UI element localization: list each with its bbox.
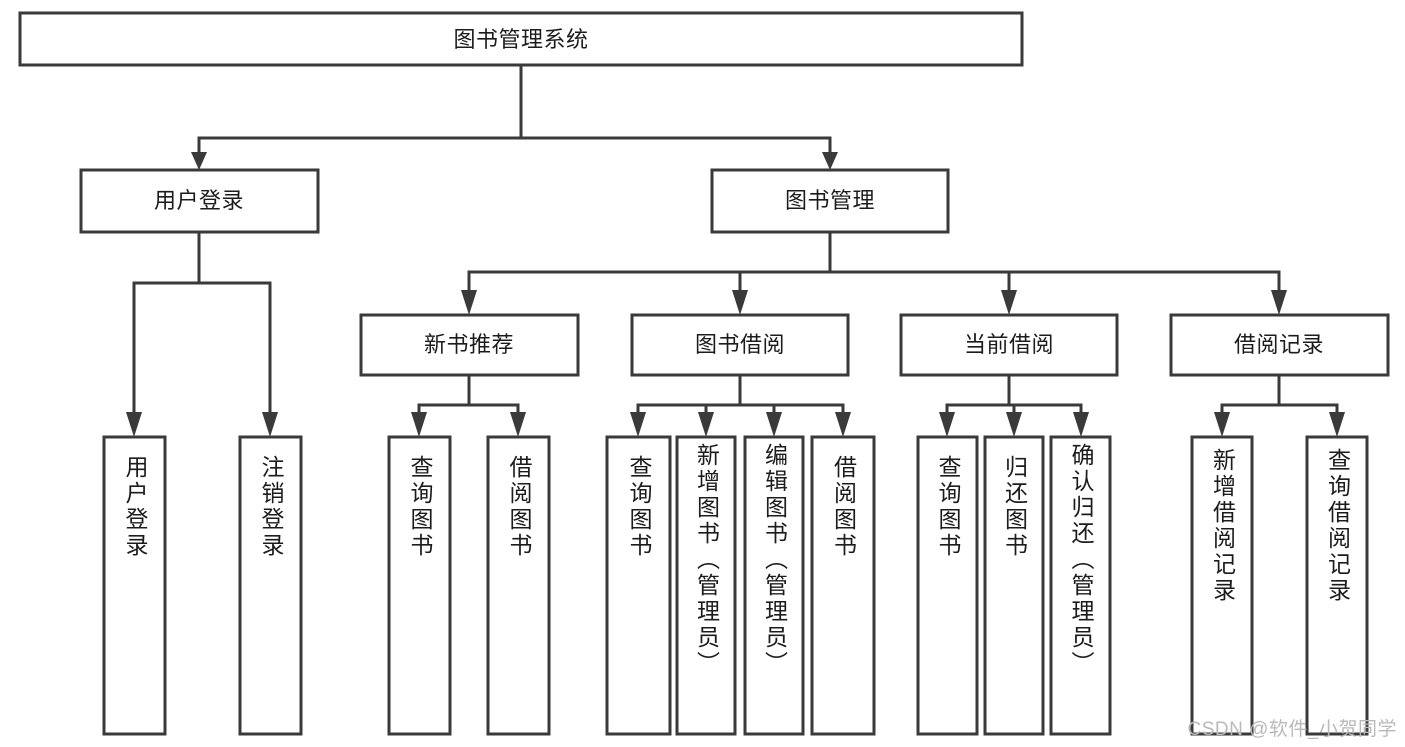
arrowhead-borrow-query	[630, 412, 646, 437]
arrowhead-borrow-lend	[835, 412, 851, 437]
node-borrow-record-label: 借阅记录	[1234, 332, 1324, 357]
node-root[interactable]	[18, 11, 1024, 67]
node-current-borrow[interactable]	[899, 313, 1119, 377]
leaf-newbook-query-book[interactable]	[387, 435, 452, 736]
leaf-logout[interactable]	[238, 435, 303, 736]
node-layer: 图书管理系统 用户登录 图书管理 新书推荐 图书借阅 当前借阅 借阅记录	[18, 11, 1390, 736]
arrowhead-book-mgmt	[822, 152, 838, 170]
node-new-book-recommend[interactable]	[359, 313, 580, 377]
arrowhead-newbook-borrow	[510, 412, 526, 437]
arrowhead-leaf-logout	[262, 412, 278, 437]
leaf-borrow-query-book[interactable]	[605, 435, 672, 736]
leaf-newbook-borrow-book[interactable]	[486, 435, 551, 736]
node-book-management[interactable]	[710, 168, 950, 234]
leaf-record-query[interactable]	[1305, 435, 1369, 736]
connector-layer	[126, 63, 1345, 437]
arrowhead-record	[1271, 290, 1287, 315]
node-borrow-record[interactable]	[1169, 313, 1390, 377]
arrowhead-current-confirm	[1073, 412, 1089, 437]
node-current-borrow-label: 当前借阅	[964, 332, 1054, 357]
node-book-management-label: 图书管理	[785, 188, 875, 213]
arrowhead-leaf-user-login	[126, 412, 142, 437]
leaf-current-query-book[interactable]	[916, 435, 979, 736]
arrowhead-current	[1001, 290, 1017, 315]
node-new-book-recommend-label: 新书推荐	[424, 332, 514, 357]
leaf-current-confirm-return[interactable]	[1049, 435, 1112, 736]
node-book-borrow[interactable]	[630, 313, 850, 377]
node-root-label: 图书管理系统	[453, 27, 588, 52]
arrowhead-record-query	[1329, 412, 1345, 437]
node-book-borrow-label: 图书借阅	[695, 332, 785, 357]
arrowhead-current-return	[1006, 412, 1022, 437]
arrowhead-user-login	[191, 152, 207, 170]
arrowhead-newbook-query	[411, 412, 427, 437]
watermark: CSDN @软件_小贺同学	[1187, 719, 1397, 740]
arrowhead-record-add	[1214, 412, 1230, 437]
arrowhead-borrow-add	[698, 412, 714, 437]
node-user-login-label: 用户登录	[154, 188, 244, 213]
leaf-borrow-edit-book[interactable]	[743, 435, 805, 736]
arrowhead-borrow	[732, 290, 748, 315]
leaf-record-add[interactable]	[1190, 435, 1254, 736]
leaf-borrow-add-book[interactable]	[675, 435, 737, 736]
node-user-login[interactable]	[79, 168, 320, 234]
arrowhead-borrow-edit	[766, 412, 782, 437]
leaf-current-return-book[interactable]	[983, 435, 1045, 736]
arrowhead-current-query	[939, 412, 955, 437]
arrowhead-newbook	[461, 290, 477, 315]
leaf-user-login[interactable]	[102, 435, 167, 736]
leaf-borrow-lend-book[interactable]	[810, 435, 876, 736]
